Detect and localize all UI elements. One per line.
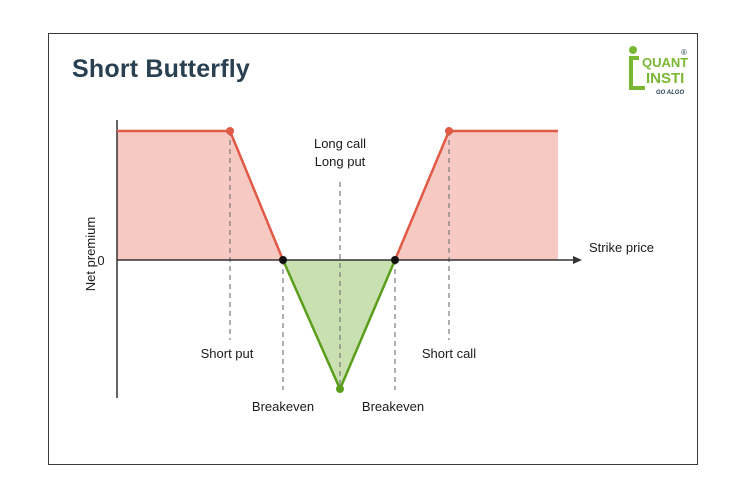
long-call-label: Long call [314,136,366,151]
x-axis-arrow-icon [573,256,582,264]
breakeven-left-label: Breakeven [252,399,314,414]
loss-region [283,260,395,389]
profit-region-right [395,131,558,260]
logo-dot-icon [629,46,637,54]
quantinsti-logo: QUANT INSTI GO ALGO ® [629,46,688,96]
profit-region-left [117,131,283,260]
logo-tagline: GO ALGO [656,90,684,96]
logo-bracket-icon [629,56,645,90]
breakeven-right-point [391,256,399,264]
x-axis-label: Strike price [589,240,654,255]
short-call-point [445,127,453,135]
long-put-label: Long put [315,154,366,169]
zero-label: 0 [97,253,104,268]
short-put-label: Short put [201,346,254,361]
logo-text-line1: QUANT [642,55,688,70]
logo-registered-mark: ® [681,48,687,57]
logo-text-line2: INSTI [646,70,684,87]
short-call-label: Short call [422,346,476,361]
y-axis-label: Net premium [83,217,98,291]
breakeven-right-label: Breakeven [362,399,424,414]
long-call-put-point [336,385,344,393]
breakeven-left-point [279,256,287,264]
page-title: Short Butterfly [72,55,250,83]
short-put-point [226,127,234,135]
